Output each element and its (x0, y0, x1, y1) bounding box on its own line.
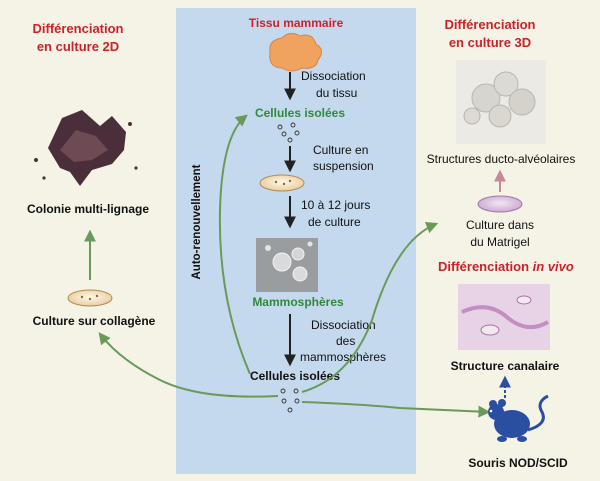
label-dissociation-mammo-3: mammosphères (300, 350, 386, 364)
label-souris: Souris NOD/SCID (468, 456, 568, 470)
label-culture-collagene: Culture sur collagène (33, 314, 156, 328)
heading-3d-line2: en culture 3D (449, 35, 531, 50)
mouse-icon (488, 394, 549, 442)
label-structures-ducto: Structures ducto-alvéolaires (427, 152, 576, 166)
label-dissociation-mammo-1: Dissociation (311, 318, 376, 332)
isolated-cells-2 (280, 388, 300, 413)
label-dissociation-tissu-1: Dissociation (301, 69, 366, 83)
isolated-cells-1 (277, 122, 300, 143)
heading-2d-line1: Différenciation (32, 21, 123, 36)
suspension-dish-icon (259, 174, 305, 192)
label-culture-matrigel-1: Culture dans (466, 218, 534, 232)
label-colonie: Colonie multi-lignage (27, 202, 149, 216)
label-dissociation-mammo-2: des (336, 334, 355, 348)
ducto-alveolar-image (456, 60, 546, 144)
label-auto-renouvellement: Auto-renouvellement (191, 164, 203, 279)
mammosphere-image (256, 238, 318, 292)
heading-in-vivo: Différenciation in vivo (438, 259, 574, 274)
label-jours-2: de culture (308, 215, 361, 229)
label-jours-1: 10 à 12 jours (301, 198, 370, 212)
heading-3d-line1: Différenciation (444, 17, 535, 32)
tissue-blob-icon (269, 32, 322, 72)
arrow-cellules-to-collagene (98, 332, 279, 398)
colony-image (34, 110, 138, 186)
arrow-auto-renouvellement (218, 114, 251, 375)
heading-in-vivo-italic: in vivo (533, 259, 574, 274)
label-culture-suspension-2: suspension (313, 159, 374, 173)
arrow-cellules-to-matrigel (301, 222, 439, 393)
label-mammospheres: Mammosphères (252, 295, 344, 309)
label-cellules-isolees-2: Cellules isolées (250, 369, 340, 383)
label-cellules-isolees-1: Cellules isolées (255, 106, 345, 120)
label-tissu: Tissu mammaire (249, 16, 344, 30)
matrigel-dish-icon (477, 195, 523, 213)
canalaire-image (458, 284, 550, 350)
arrow-cellules-to-souris (301, 401, 491, 418)
heading-2d-line2: en culture 2D (37, 39, 119, 54)
label-structure-canalaire: Structure canalaire (451, 359, 560, 373)
heading-in-vivo-prefix: Différenciation (438, 259, 533, 274)
label-culture-suspension-1: Culture en (313, 143, 368, 157)
label-dissociation-tissu-2: du tissu (316, 86, 357, 100)
label-culture-matrigel-2: du Matrigel (470, 235, 529, 249)
petri-dish-icon (67, 289, 113, 307)
